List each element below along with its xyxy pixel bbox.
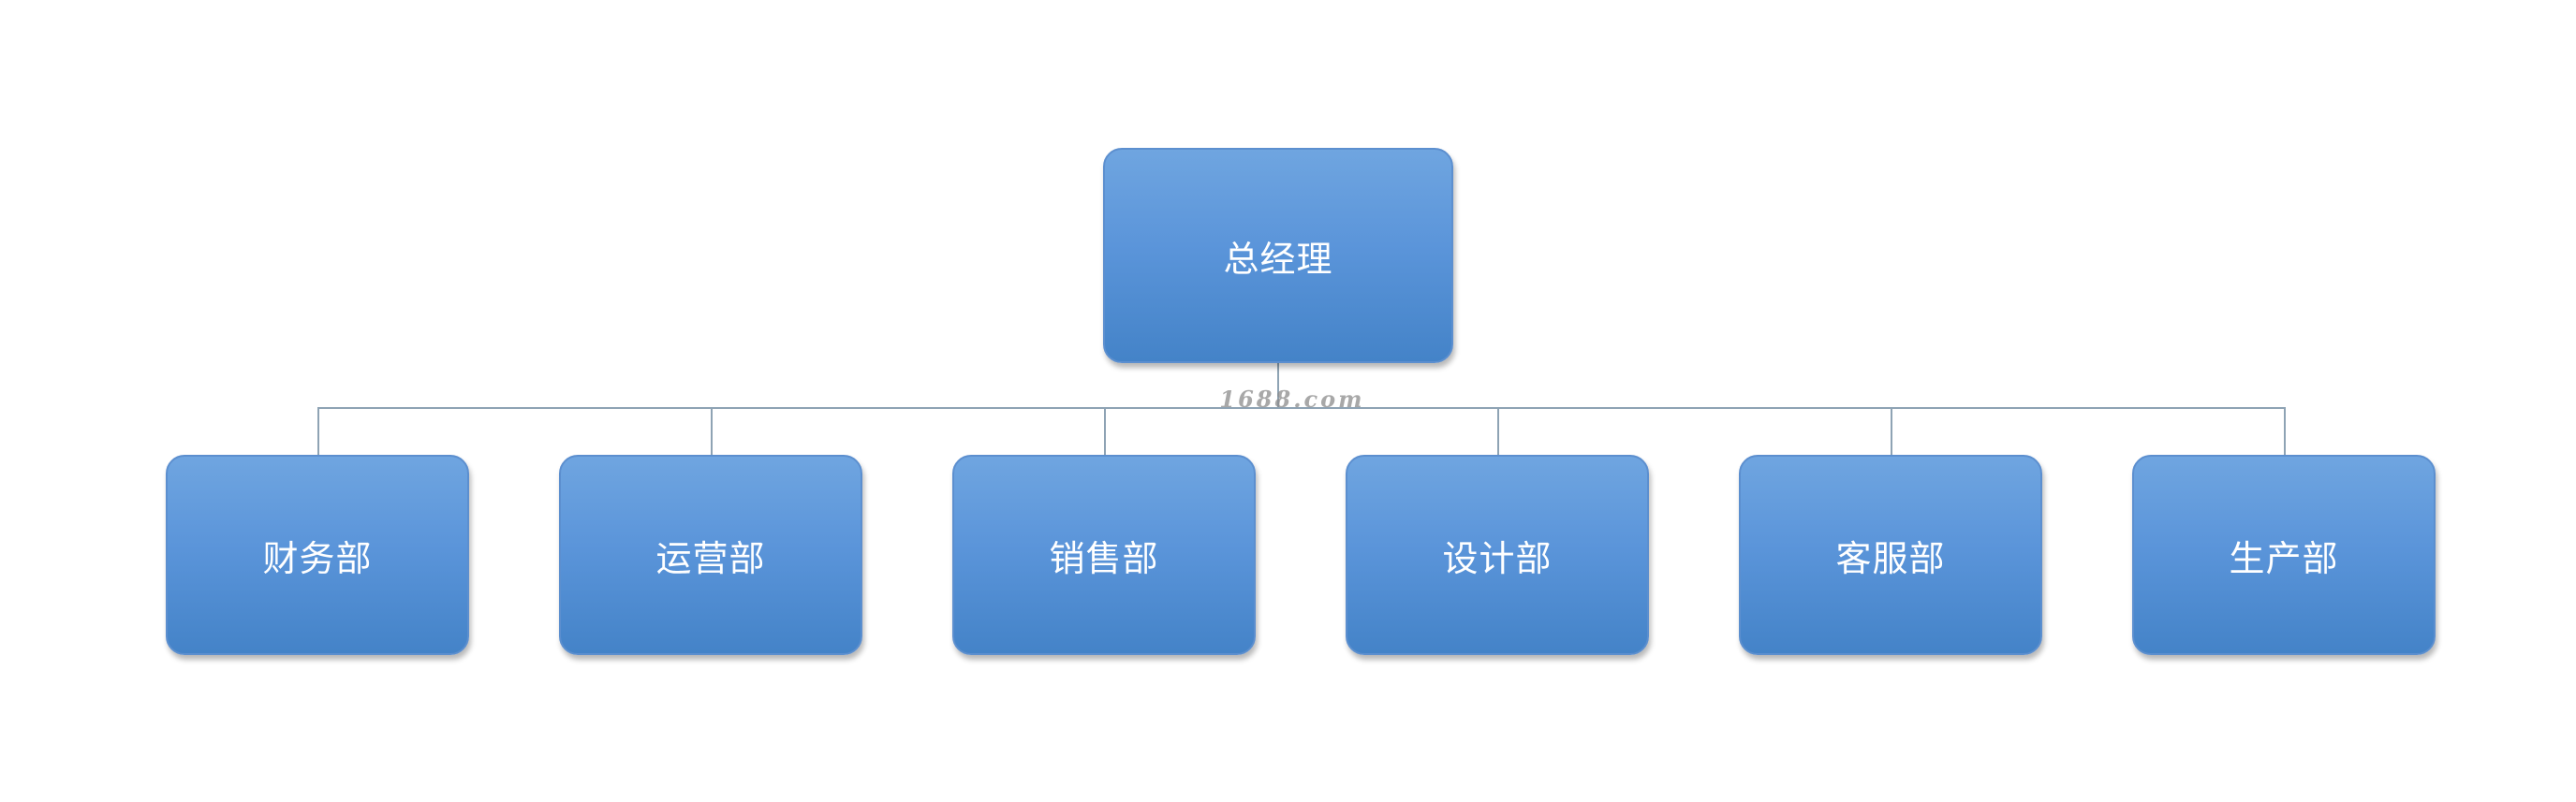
org-node-department: 生产部	[2132, 455, 2436, 655]
org-node-department: 设计部	[1346, 455, 1649, 655]
connector-horizontal-bus	[317, 407, 2285, 409]
connector-dept-4	[1497, 407, 1499, 456]
org-node-root: 总经理	[1103, 148, 1453, 363]
org-node-department: 财务部	[166, 455, 469, 655]
org-node-department: 客服部	[1739, 455, 2042, 655]
connector-dept-2	[711, 407, 713, 456]
connector-dept-6	[2284, 407, 2286, 456]
connector-root-down	[1277, 361, 1279, 408]
org-node-department-label: 财务部	[262, 537, 373, 579]
org-node-department-label: 运营部	[655, 537, 766, 579]
org-node-root-label: 总经理	[1223, 238, 1333, 280]
org-node-department-label: 销售部	[1049, 537, 1159, 579]
org-node-department: 销售部	[952, 455, 1256, 655]
org-node-department-label: 生产部	[2229, 537, 2339, 579]
connector-dept-5	[1891, 407, 1892, 456]
org-node-department: 运营部	[559, 455, 862, 655]
connector-dept-3	[1104, 407, 1106, 456]
connector-dept-1	[317, 407, 319, 456]
org-node-department-label: 客服部	[1835, 537, 1946, 579]
watermark: 1688.com	[1219, 386, 1365, 413]
org-node-department-label: 设计部	[1442, 537, 1553, 579]
